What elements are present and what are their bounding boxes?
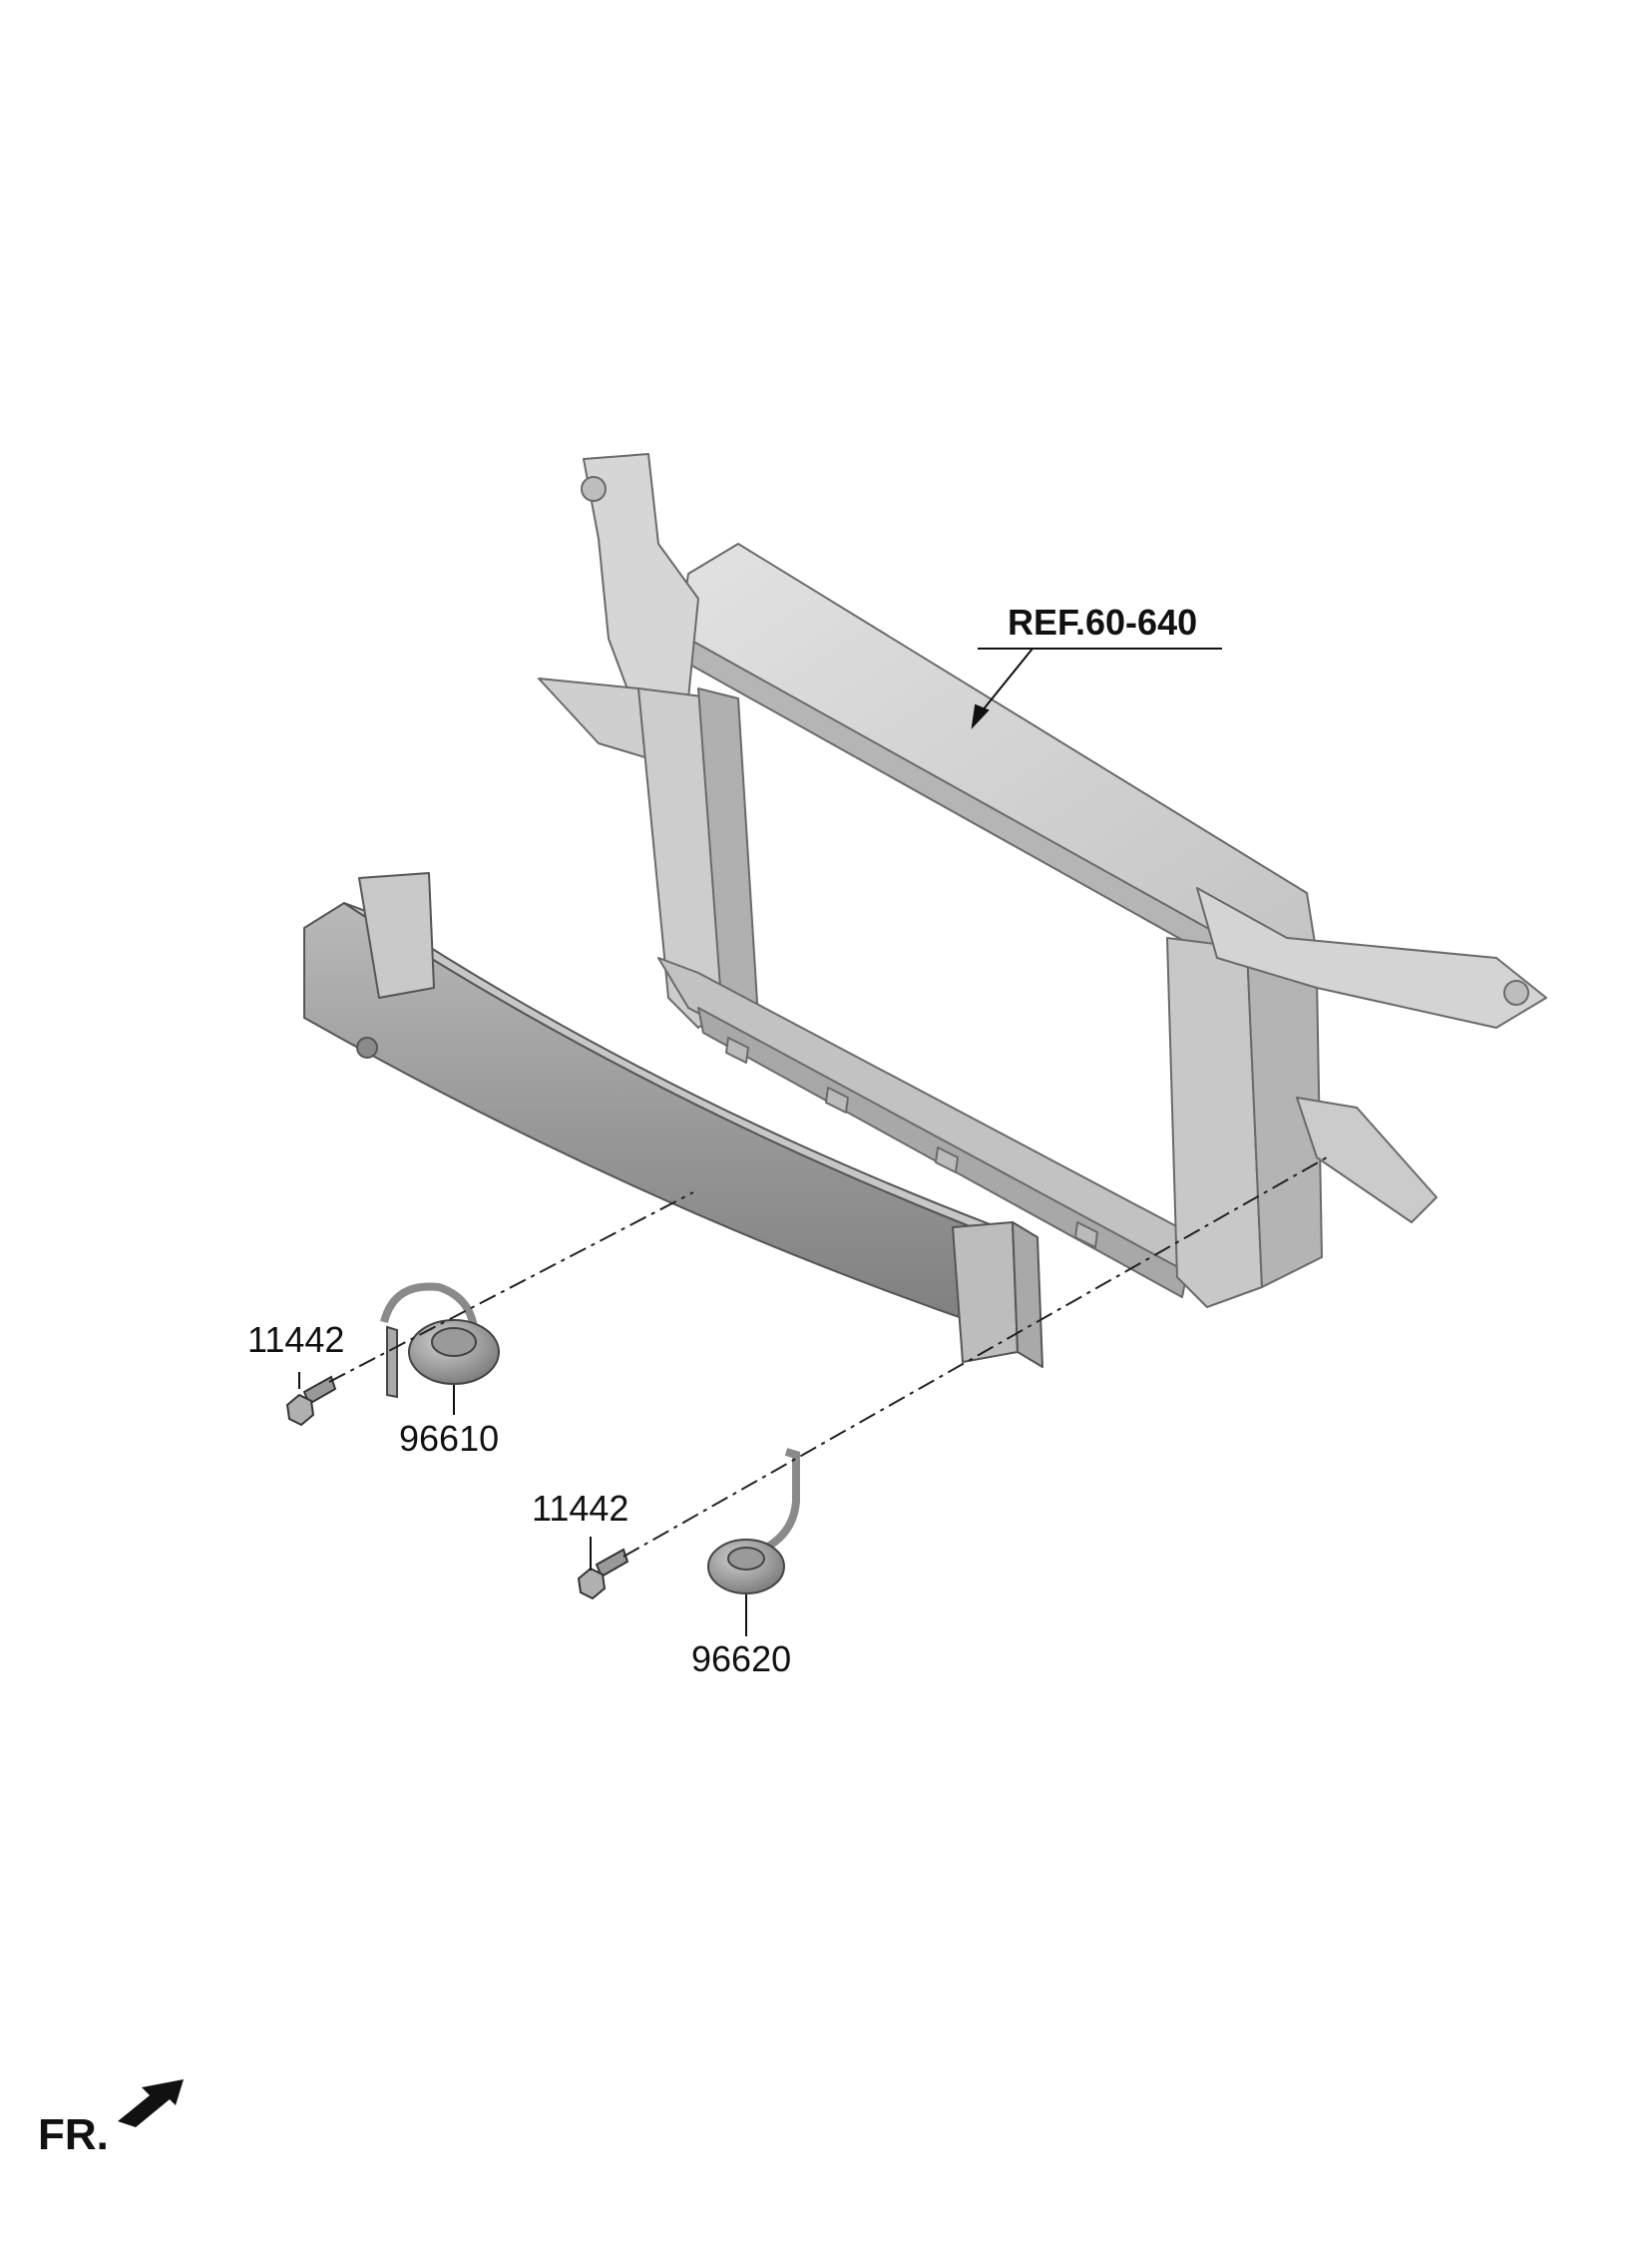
ref-label: REF.60-640 [1008,602,1198,643]
leader-lines [298,648,1222,1636]
part-number-96610: 96610 [399,1418,500,1459]
horn-96610 [380,1282,500,1399]
bolt-11442-lower [577,1548,629,1600]
front-direction-arrow-icon [118,2079,184,2127]
assembly-lines [328,1156,1328,1558]
radiator-support-frame [538,453,1547,1308]
part-number-11442-lower: 11442 [532,1488,629,1529]
part-number-96620: 96620 [691,1638,792,1679]
front-label: FR. [38,2110,109,2159]
bumper-beam [303,872,1043,1368]
bolt-11442-upper [285,1375,337,1427]
horn-96620 [707,1448,800,1594]
part-number-11442-upper: 11442 [247,1319,345,1360]
